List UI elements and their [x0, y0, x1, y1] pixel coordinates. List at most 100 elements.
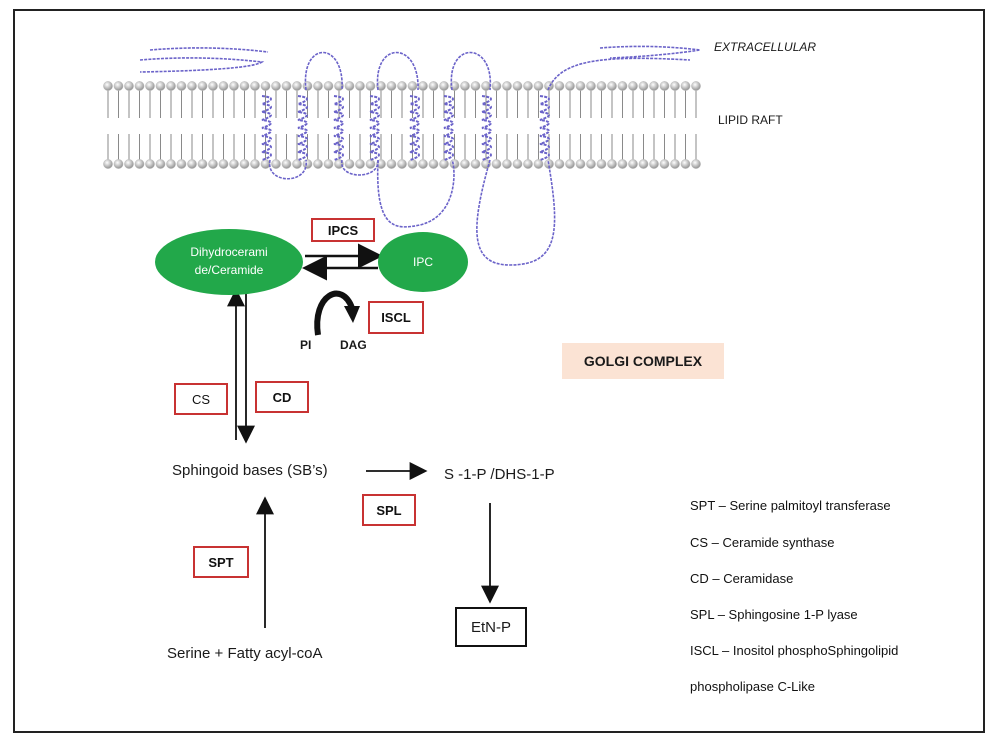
lipid-head	[554, 159, 565, 169]
lipid-head	[565, 159, 575, 169]
lipid-head	[292, 159, 302, 169]
lipid-head	[176, 81, 187, 91]
lipid-head	[449, 159, 460, 169]
iscl-enzyme-box: ISCL	[368, 301, 424, 334]
ipc-ellipse	[378, 232, 468, 292]
lipid-head	[439, 159, 449, 169]
dag-label: DAG	[340, 338, 367, 352]
lipid-head	[355, 159, 365, 169]
lipid-head	[670, 159, 680, 169]
golgi-complex-label: GOLGI COMPLEX	[562, 343, 724, 379]
lipid-head	[523, 81, 533, 91]
lipid-head	[302, 159, 313, 169]
lipid-head	[407, 81, 418, 91]
lipid-head	[628, 81, 638, 91]
lipid-head	[491, 81, 502, 91]
lipid-head	[533, 81, 544, 91]
iscl-curved-arrow	[314, 290, 355, 336]
lipid-head	[323, 81, 334, 91]
ipcs-enzyme-box: IPCS	[311, 218, 375, 242]
figure-frame	[13, 9, 985, 733]
lipid-head	[407, 159, 418, 169]
pi-label: PI	[300, 338, 312, 352]
lipid-head	[134, 81, 145, 91]
lipid-head	[229, 81, 239, 91]
lipid-head	[155, 159, 166, 169]
lipid-head	[250, 159, 260, 169]
lipid-raft-label: LIPID RAFT	[718, 113, 783, 127]
lipid-head	[271, 159, 281, 169]
lipid-head	[607, 159, 617, 169]
lipid-head	[586, 159, 596, 169]
cs-enzyme-box: CS	[174, 383, 228, 415]
lipid-head	[460, 81, 470, 91]
lipid-head	[533, 159, 544, 169]
lipid-head	[638, 159, 649, 169]
lipid-head	[229, 159, 239, 169]
lipid-head	[145, 159, 155, 169]
ceramide-label-line1: Dihydrocerami	[190, 245, 268, 259]
lipid-head	[302, 81, 313, 91]
legend-cs: CS – Ceramide synthase	[690, 535, 835, 550]
lipid-head	[344, 81, 355, 91]
pathway-arrows	[227, 243, 499, 628]
legend-spl: SPL – Sphingosine 1-P lyase	[690, 607, 858, 622]
lipid-head	[596, 81, 607, 91]
lipid-head	[271, 81, 281, 91]
lipid-head	[523, 159, 533, 169]
lipid-head	[145, 81, 155, 91]
legend-iscl: ISCL – Inositol phosphoSphingolipid	[690, 643, 899, 658]
lipid-head	[344, 159, 355, 169]
lipid-head	[365, 159, 376, 169]
lipid-head	[481, 81, 491, 91]
lipid-head	[166, 159, 176, 169]
lipid-head	[691, 159, 701, 169]
lipid-head	[386, 159, 397, 169]
legend-cd: CD – Ceramidase	[690, 571, 794, 586]
legend-spt: SPT – Serine palmitoyl transferase	[690, 498, 891, 513]
transmembrane-protein	[139, 45, 701, 266]
ceramide-label-line2: de/Ceramide	[194, 263, 264, 277]
lipid-head	[187, 81, 197, 91]
lipid-head	[617, 81, 628, 91]
lipid-head	[638, 81, 649, 91]
lipid-head	[250, 81, 260, 91]
lipid-head	[239, 159, 250, 169]
lipid-head	[649, 81, 659, 91]
lipid-head	[313, 81, 323, 91]
spl-enzyme-box: SPL	[362, 494, 416, 526]
lipid-head	[439, 81, 449, 91]
lipid-head	[113, 81, 124, 91]
lipid-head	[680, 159, 691, 169]
lipid-head	[512, 159, 523, 169]
legend-iscl-cont: phospholipase C-Like	[690, 679, 816, 694]
lipid-head	[239, 81, 250, 91]
lipid-head	[565, 81, 575, 91]
lipid-bilayer	[103, 81, 701, 169]
lipid-head	[680, 81, 691, 91]
serine-label: Serine + Fatty acyl-coA	[167, 645, 323, 662]
lipid-head	[166, 81, 176, 91]
lipid-head	[134, 159, 145, 169]
lipid-head	[397, 159, 407, 169]
extracellular-label: EXTRACELLULAR	[714, 40, 817, 54]
lipid-head	[649, 159, 659, 169]
lipid-head	[691, 81, 701, 91]
ceramide-label: Dihydrocerami de/Ceramide	[160, 243, 298, 279]
lipid-head	[575, 81, 586, 91]
lipid-head	[218, 81, 229, 91]
lipid-head	[554, 81, 565, 91]
lipid-head	[502, 81, 512, 91]
lipid-head	[575, 159, 586, 169]
lipid-head	[418, 81, 428, 91]
lipid-head	[281, 159, 292, 169]
lipid-head	[502, 159, 512, 169]
lipid-head	[460, 159, 470, 169]
lipid-head	[176, 159, 187, 169]
lipid-head	[355, 81, 365, 91]
lipid-head	[365, 81, 376, 91]
lipid-head	[208, 159, 218, 169]
etnp-box: EtN-P	[455, 607, 527, 647]
lipid-head	[260, 159, 271, 169]
